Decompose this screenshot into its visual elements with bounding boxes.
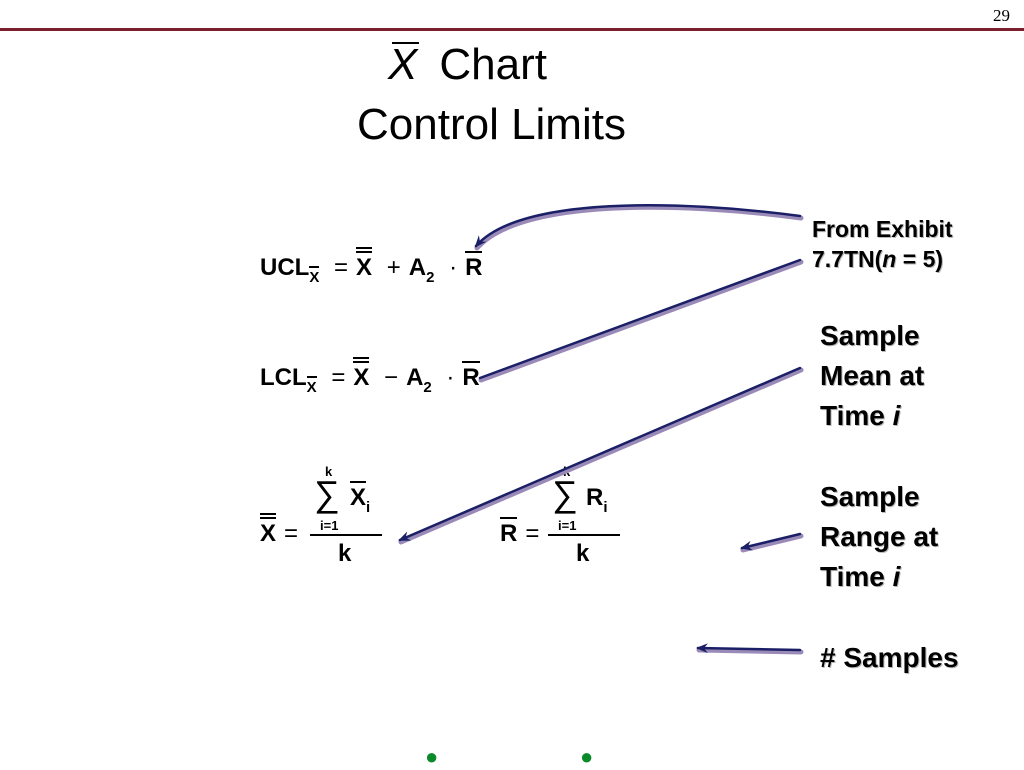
note-range-line1: Sample: [820, 481, 920, 512]
note-range-i: i: [892, 561, 901, 592]
xbarbar-sum-term: Xi: [350, 481, 371, 516]
xbarbar-sum-upper: k: [325, 464, 333, 479]
note-exhibit-n: n: [882, 246, 897, 272]
rbar-lhs: R=: [500, 517, 547, 548]
note-range-line3: Time i: [820, 557, 938, 597]
title-xbar-symbol: X: [388, 40, 420, 89]
slide-subtitle: Control Limits: [357, 100, 626, 149]
note-mean-line1: Sample: [820, 320, 920, 351]
xbarbar-equals: =: [284, 520, 299, 547]
arrow-samples: [696, 643, 802, 654]
ucl-a-sub: 2: [426, 269, 435, 286]
bullet-dot-left-icon: ●: [425, 744, 439, 769]
lcl-rbar: R: [462, 361, 481, 391]
ucl-dot: ·: [449, 254, 458, 281]
rbar-ri-sub: i: [603, 499, 608, 516]
ucl-equation: UCLX =X +A2 ·R: [260, 247, 483, 286]
lcl-equals: =: [331, 364, 346, 391]
rbar-fraction-bar: [548, 534, 620, 536]
xbarbar-sum-lower: i=1: [320, 518, 339, 533]
xbarbar-xi-sub: i: [366, 499, 371, 516]
header-rule: [0, 28, 1024, 31]
rbar-sum-lower: i=1: [558, 518, 577, 533]
arrow-sample-mean: [398, 366, 802, 542]
note-mean-line2: Mean at: [820, 360, 925, 391]
note-sample-range: Sample Range at Time i: [820, 477, 938, 597]
xbarbar-lhs: X=: [260, 513, 306, 548]
ucl-rbar: R: [465, 251, 483, 281]
arrow-exhibit-to-lcl: [478, 258, 802, 380]
page-number: 29: [993, 6, 1010, 25]
ucl-equals: =: [334, 254, 349, 281]
title-line1: Chart: [439, 40, 547, 89]
ucl-plus: +: [386, 254, 401, 281]
slide-title: X Chart: [388, 40, 547, 90]
note-exhibit-line2: 7.7TN(n = 5): [812, 244, 953, 274]
xbarbar-symbol: X: [260, 513, 277, 547]
arrow-sample-range: [740, 532, 802, 551]
rbar-formula: R= k ∑ Ri i=1 k: [498, 460, 628, 570]
lcl-a-sub: 2: [423, 379, 432, 396]
note-mean-time: Time: [820, 400, 885, 431]
xbarbar-fraction-bar: [310, 534, 382, 536]
xbarbar-denominator: k: [338, 540, 352, 567]
xbarbar-xi: X: [350, 481, 367, 511]
note-exhibit-n-value: = 5): [896, 246, 944, 272]
note-mean-line3: Time i: [820, 396, 924, 436]
ucl-a: A: [408, 254, 427, 281]
lcl-label: LCL: [260, 364, 307, 391]
note-exhibit-line1: From Exhibit: [812, 216, 953, 242]
lcl-sub-xbar: X: [306, 376, 317, 396]
arrow-from-exhibit: [474, 204, 802, 248]
ucl-label: UCL: [260, 254, 310, 281]
note-from-exhibit: From Exhibit 7.7TN(n = 5): [812, 214, 953, 274]
rbar-denominator: k: [576, 540, 590, 567]
xbarbar-sum-sign: ∑: [314, 473, 340, 514]
rbar-sum-sign: ∑: [552, 473, 578, 514]
lcl-minus: −: [384, 364, 399, 391]
rbar-ri: R: [586, 484, 604, 511]
xbarbar-formula: X= k ∑ Xi i=1 k: [258, 460, 388, 570]
note-exhibit-ref: 7.7TN(: [812, 246, 883, 272]
bullet-dot-right-icon: ●: [580, 744, 594, 769]
ucl-sub-xbar: X: [309, 266, 320, 286]
lcl-a: A: [406, 364, 424, 391]
rbar-equals: =: [525, 520, 540, 547]
rbar-sum-term: Ri: [586, 484, 608, 516]
lcl-grand-mean: X: [353, 357, 370, 391]
lcl-equation: LCLX =X −A2 ·R: [260, 357, 481, 396]
note-samples: # Samples: [820, 642, 959, 673]
note-sample-mean: Sample Mean at Time i: [820, 316, 924, 436]
note-mean-i: i: [892, 400, 901, 431]
rbar-symbol: R: [500, 517, 518, 547]
ucl-grand-mean: X: [356, 247, 373, 281]
note-range-time: Time: [820, 561, 885, 592]
lcl-dot: ·: [446, 364, 455, 391]
note-range-line2: Range at: [820, 521, 939, 552]
